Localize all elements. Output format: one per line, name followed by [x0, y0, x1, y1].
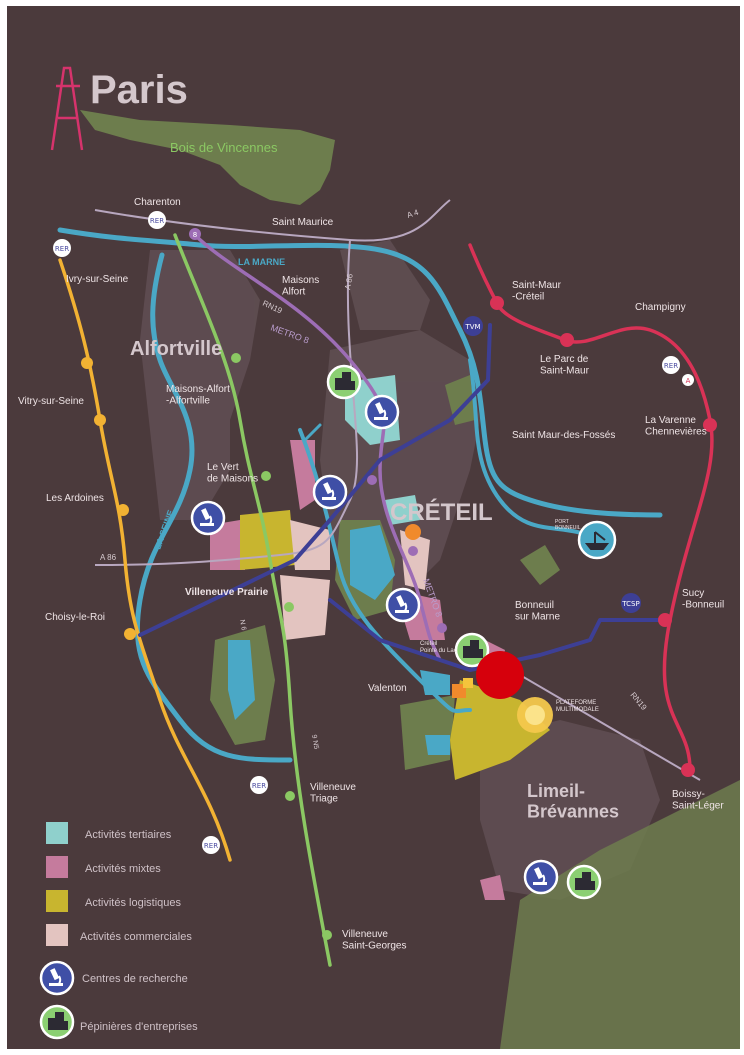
rer-badge: RER [148, 211, 166, 229]
orange-marker-icon [405, 524, 421, 540]
svg-text:A: A [686, 377, 691, 385]
legend: Activités tertiaires Activités mixtes Ac… [39, 822, 198, 1040]
tcsp-badge: TCSP [621, 593, 641, 613]
svg-text:RER: RER [664, 362, 678, 370]
paris-title: Paris [50, 66, 188, 151]
label-choisy: Choisy-le-Roi [45, 612, 105, 623]
rer-badge: RER [250, 776, 268, 794]
rer-a-badge: A [682, 374, 694, 386]
location-marker [476, 651, 524, 699]
legend-research-label: Centres de recherche [82, 973, 188, 985]
tram-line-t9 [173, 233, 332, 967]
label-a86-left: A 86 [100, 553, 117, 562]
label-valenton: Valenton [368, 683, 407, 694]
map-title: Paris [90, 68, 188, 112]
bois-de-vincennes [80, 110, 335, 205]
microscope-icon [190, 500, 226, 536]
label-champigny: Champigny [635, 302, 686, 313]
label-vitry: Vitry-sur-Seine [18, 396, 84, 407]
rer-d-line [58, 258, 232, 862]
legend-swatch-mixtes [46, 856, 68, 878]
label-saint-maur-creteil: Saint-Maur-Créteil [512, 280, 562, 303]
legend-label: Activités logistiques [85, 897, 181, 909]
microscope-icon [39, 960, 75, 996]
label-les-ardoines: Les Ardoines [46, 493, 104, 504]
label-bois-de-vincennes: Bois de Vincennes [170, 140, 278, 155]
label-n6: N 6 [238, 619, 247, 631]
svg-text:TVM: TVM [464, 323, 480, 331]
tvm-badge: TVM [463, 316, 483, 336]
legend-swatch-logistiques [46, 890, 68, 912]
tvm-line [138, 323, 492, 637]
legend-swatch-commerciales [46, 924, 68, 946]
tcsp-line [328, 598, 662, 672]
label-maisons-alfort-alfortville: Maisons-Alfort-Alfortville [166, 384, 230, 407]
microscope-icon [385, 587, 421, 623]
label-creteil: CRÉTEIL [390, 498, 493, 526]
stations [81, 296, 717, 940]
label-boissy: Boissy-Saint-Léger [672, 789, 724, 812]
svg-text:RER: RER [150, 217, 164, 225]
marne-river [57, 227, 663, 518]
port-icon [577, 520, 617, 560]
microscope-icon [523, 859, 559, 895]
legend-swatch-tertiaires [46, 822, 68, 844]
label-limeil: Limeil-Brévannes [527, 781, 619, 822]
svg-text:8: 8 [193, 231, 197, 239]
svg-text:RER: RER [55, 245, 69, 253]
label-a86-top: A 86 [343, 272, 355, 290]
label-saint-maur-fosses: Saint Maur-des-Fossés [512, 430, 615, 441]
label-villeneuve-prairie: Villeneuve Prairie [185, 587, 269, 598]
legend-label: Activités commerciales [80, 931, 192, 943]
legend-nursery-label: Pépinières d'entreprises [80, 1021, 198, 1033]
label-alfortville: Alfortville [130, 338, 222, 360]
building-icon [326, 364, 362, 400]
svg-text:RER: RER [204, 842, 218, 850]
label-a4: A 4 [406, 208, 420, 220]
legend-label: Activités mixtes [85, 863, 161, 875]
platform-icon [517, 697, 553, 733]
metro-8-line [193, 233, 442, 662]
label-charenton: Charenton [134, 197, 181, 208]
rer-badge: RER [53, 239, 71, 257]
microscope-icon [312, 474, 348, 510]
seine-river [134, 252, 293, 763]
label-saint-maurice: Saint Maurice [272, 217, 334, 228]
building-icon [39, 1004, 75, 1040]
label-la-marne: LA MARNE [238, 257, 285, 267]
label-n5: 9 N5 [310, 734, 319, 750]
forest-south-east [500, 780, 740, 1049]
svg-text:RER: RER [252, 782, 266, 790]
svg-text:TCSP: TCSP [621, 600, 639, 608]
rer-a-line [468, 243, 714, 772]
label-sucy: Sucy-Bonneuil [682, 588, 724, 611]
metro-8-badge: 8 [189, 228, 201, 240]
eiffel-tower-icon [50, 66, 84, 151]
microscope-icon [364, 394, 400, 430]
rer-badge: RER [662, 356, 680, 374]
label-ivry: Ivry-sur-Seine [66, 274, 129, 285]
building-icon [566, 864, 602, 900]
legend-label: Activités tertiaires [85, 829, 172, 841]
rer-badge: RER [202, 836, 220, 854]
